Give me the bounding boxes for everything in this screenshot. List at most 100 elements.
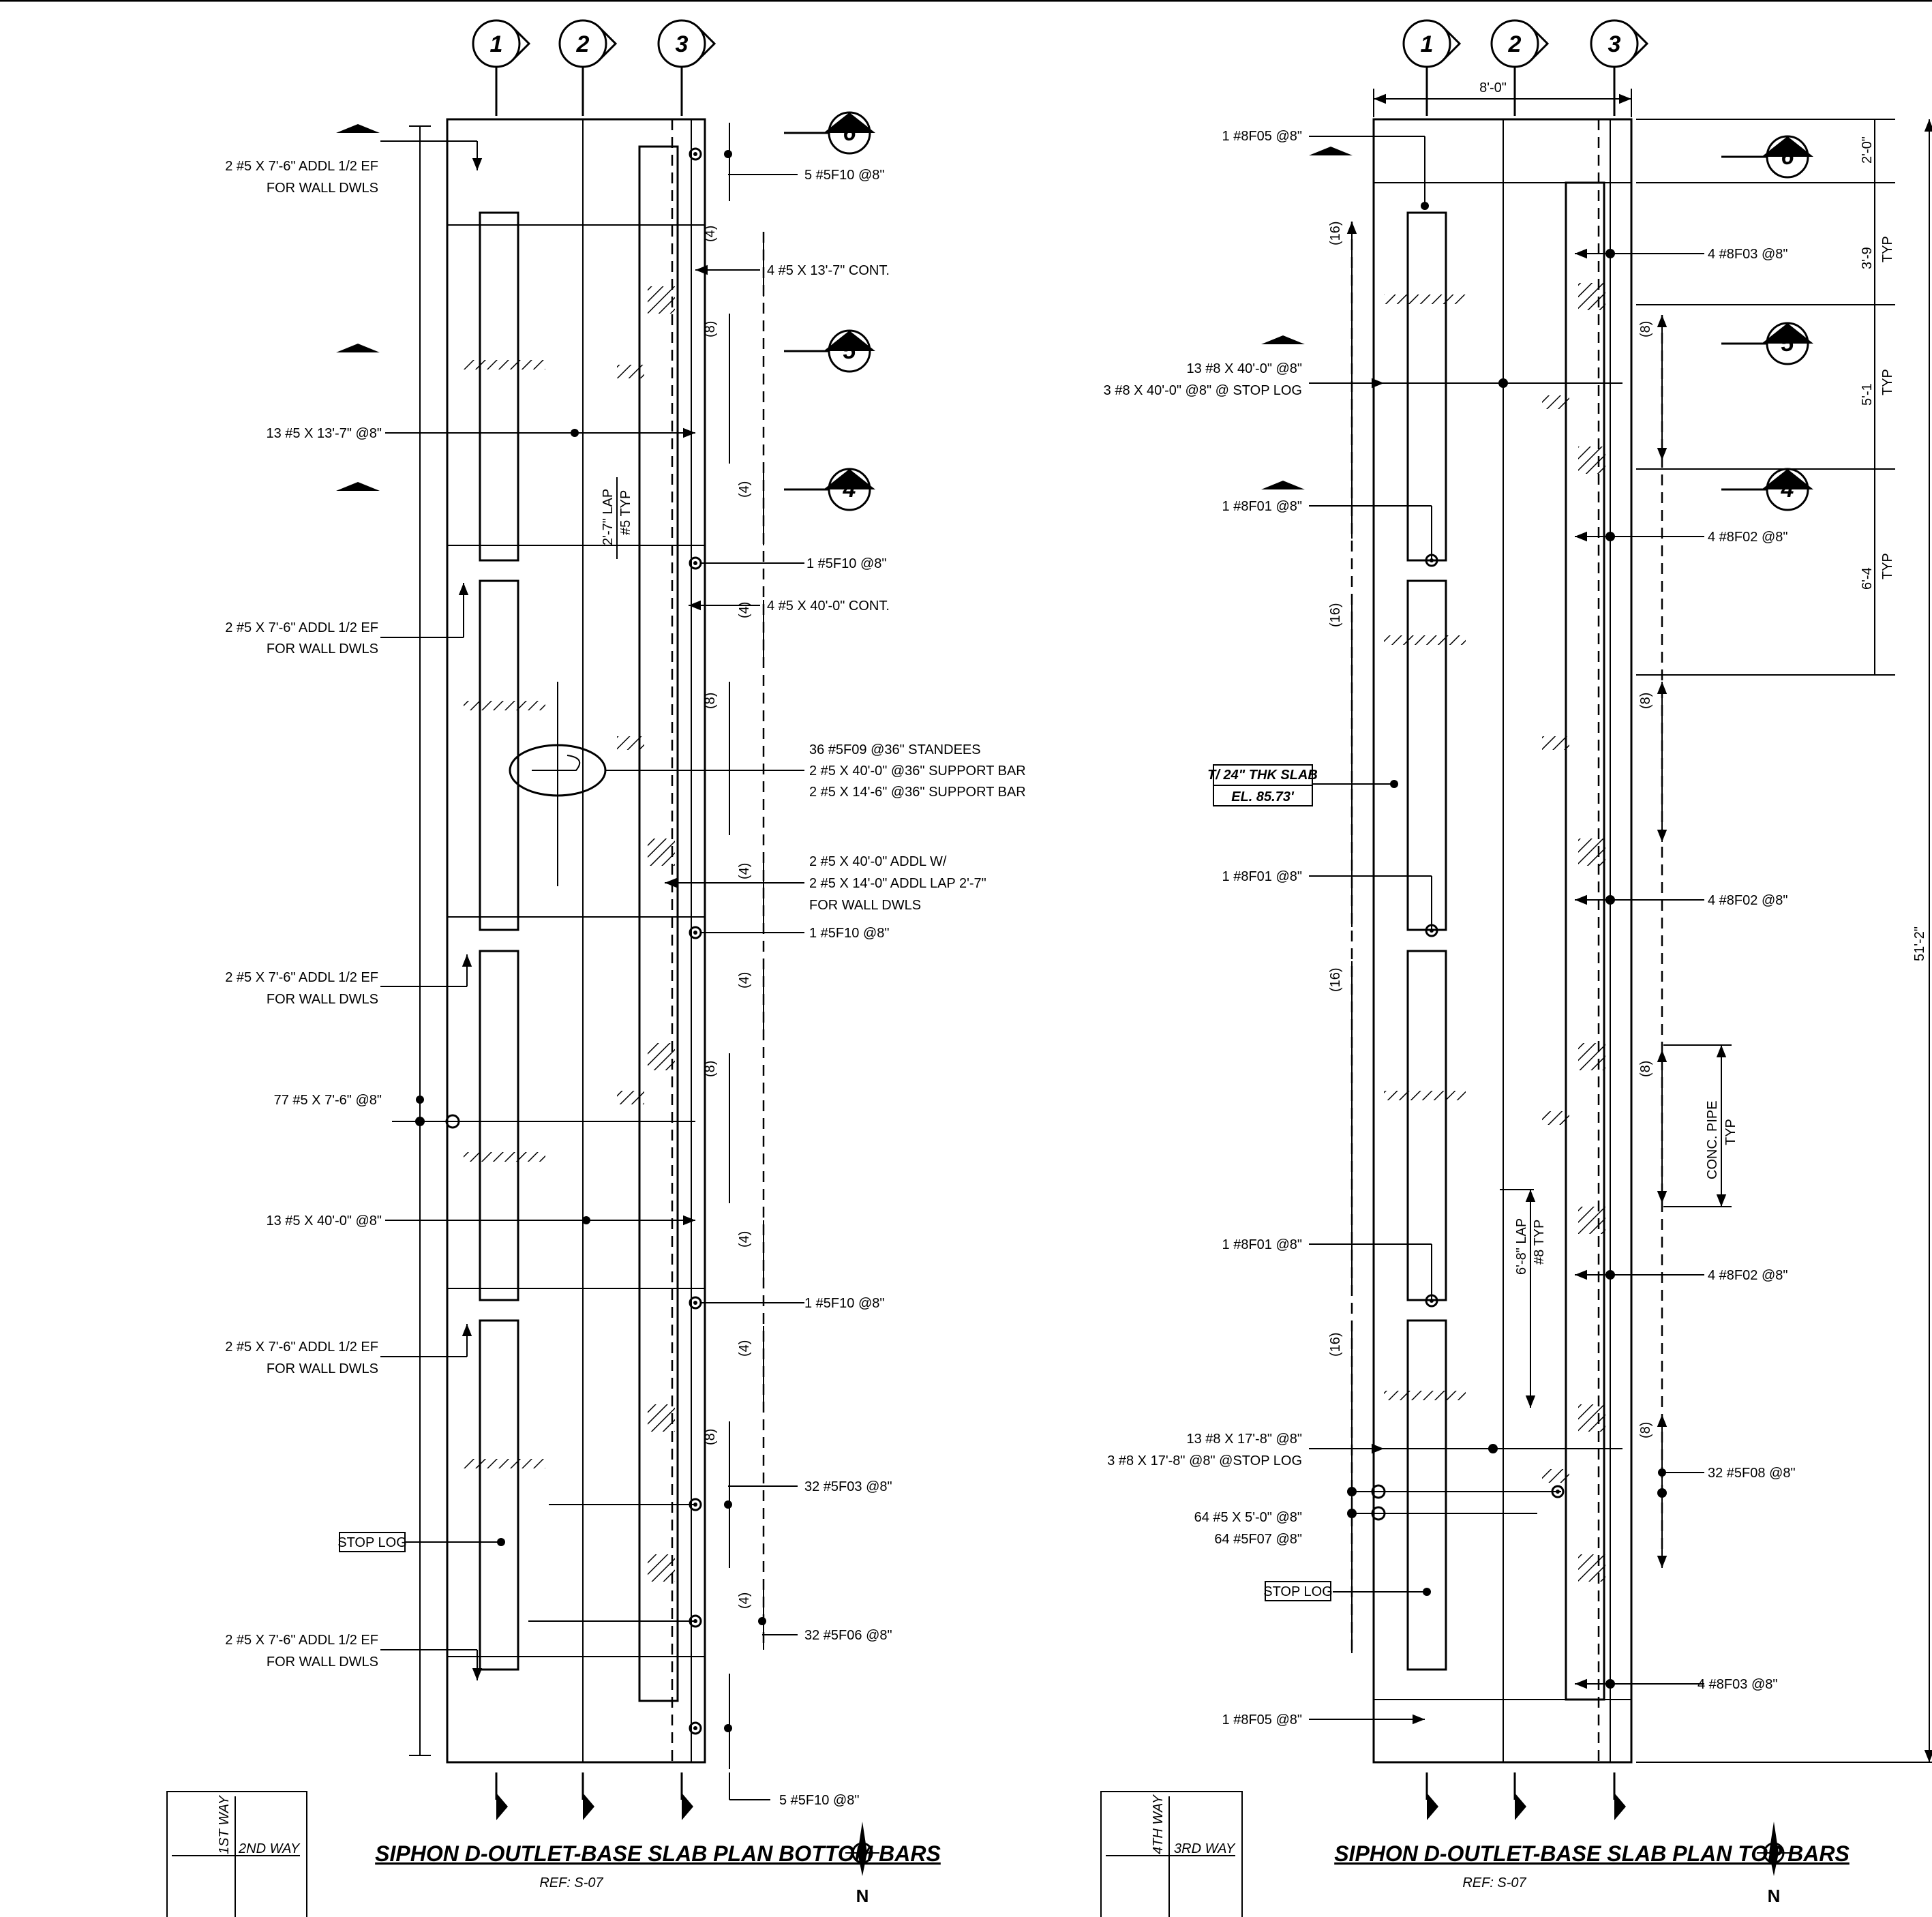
left-note-f10-1: 1 #5F10 @8" [806,556,886,571]
right-dim-2b: TYP [1880,236,1895,262]
left-note-f10-3: 1 #5F10 @8" [804,1296,884,1311]
right-stoplog-box [1265,1581,1331,1601]
left-ref: REF: S-07 [539,1875,603,1890]
right-grid-bubble-2: 2 [1490,19,1550,68]
left-note-dwl2-b: FOR WALL DWLS [267,641,378,656]
right-note-bars40-a: 13 #8 X 40'-0" @8" [1186,361,1302,376]
right-pier-2 [1406,579,1447,931]
left-note-support1: 2 #5 X 40'-0" @36" SUPPORT BAR [809,764,1026,779]
right-north-label: N [1768,1886,1781,1906]
left-grid-bubble-1: 1 [472,19,531,68]
left-section-5: 5 [784,329,875,373]
left-space-9: (4) [737,1231,752,1248]
left-note-dwl2-a: 2 #5 X 7'-6" ADDL 1/2 EF [225,620,378,635]
left-note-dwl3-b: FOR WALL DWLS [267,992,378,1007]
right-pipe-a: CONC. PIPE [1705,1100,1720,1179]
left-way-legend: 1ST WAY 2ND WAY [166,1791,307,1917]
left-pier-3 [479,950,519,1301]
right-dim-4a: 6'-4 [1860,567,1875,590]
left-lap-1: 2'-7" LAP [601,489,616,545]
right-note-bars5-b: 64 #5F07 @8" [1214,1532,1302,1547]
left-north-label: N [856,1886,869,1906]
right-way2: 3RD WAY [1174,1841,1236,1856]
right-space-8: (8) [1638,1422,1653,1438]
right-dim-overall: 51'-2" [1912,926,1927,961]
left-space-3: (4) [737,481,752,498]
left-section-label-6: 6 [843,120,857,146]
right-grid-bubble-1: 1 [1402,19,1462,68]
right-pier-4 [1406,1319,1447,1671]
right-dim-3a: 5'-1 [1860,383,1875,406]
right-note-f03-bot: 4 #8F03 @8" [1697,1677,1777,1692]
right-grid-label-1: 1 [1421,31,1434,57]
right-way-legend: 4TH WAY 3RD WAY [1100,1791,1243,1917]
right-north-arrow: N [1757,1822,1791,1906]
right-note-f05-top: 1 #8F05 @8" [1222,129,1302,144]
left-note-cont13: 4 #5 X 13'-7" CONT. [767,263,890,278]
left-note-cont40: 4 #5 X 40'-0" CONT. [767,599,890,614]
left-section-6: 6 [784,111,875,155]
left-grid-label-1: 1 [490,31,503,57]
left-note-addl-b: 2 #5 X 14'-0" ADDL LAP 2'-7" [809,876,986,891]
left-note-standees: 36 #5F09 @36" STANDEES [809,742,981,757]
left-way2: 2ND WAY [238,1841,301,1856]
right-note-f02-2: 4 #8F02 @8" [1708,893,1787,908]
left-space-4: (4) [737,602,752,618]
left-space-11: (8) [703,1429,718,1445]
left-note-dwl4-a: 2 #5 X 7'-6" ADDL 1/2 EF [225,1340,378,1355]
right-plan: 1 2 3 8'-0" [1100,19,1932,1917]
right-grid-label-3: 3 [1608,31,1621,57]
left-plan: 1 2 3 [166,19,1026,1917]
left-note-dwl5-b: FOR WALL DWLS [267,1655,378,1670]
right-ref: REF: S-07 [1462,1875,1526,1890]
left-note-f10-bot: 5 #5F10 @8" [779,1793,859,1808]
left-note-addl-c: FOR WALL DWLS [809,898,921,913]
left-note-bars77: 77 #5 X 7'-6" @8" [274,1093,382,1108]
right-note-slab-b: EL. 85.73' [1231,789,1295,804]
left-grid-label-2: 2 [576,31,590,57]
left-note-f10-2: 1 #5F10 @8" [809,926,889,941]
right-dim-4b: TYP [1880,553,1895,579]
left-grid-bubble-3: 3 [657,19,716,68]
left-slab-outline [446,118,706,1764]
left-space-7: (4) [737,972,752,988]
right-note-f01-1: 1 #8F01 @8" [1222,499,1302,514]
right-grid-label-2: 2 [1508,31,1522,57]
right-dim-3b: TYP [1880,369,1895,395]
left-pier-4 [479,1319,519,1671]
right-note-f08: 32 #5F08 @8" [1708,1466,1796,1481]
left-note-bars40: 13 #5 X 40'-0" @8" [266,1213,382,1228]
right-note-f02-3: 4 #8F02 @8" [1708,1268,1787,1283]
right-dim-2a: 3'-9 [1860,247,1875,269]
left-note-stoplog: STOP LOG [337,1535,407,1550]
right-pipe-b: TYP [1723,1119,1738,1145]
right-section-4: 4 [1721,468,1813,511]
left-space-2: (8) [703,321,718,337]
left-note-f03: 32 #5F03 @8" [804,1479,892,1494]
right-pier-1 [1406,211,1447,562]
left-section-label-4: 4 [843,477,856,502]
left-space-10: (4) [737,1340,752,1357]
left-note-dwl4-b: FOR WALL DWLS [267,1361,378,1376]
right-note-bars40-b: 3 #8 X 40'-0" @8" @ STOP LOG [1104,383,1302,398]
left-north-arrow: N [845,1822,879,1906]
right-note-f01-2: 1 #8F01 @8" [1222,869,1302,884]
left-pier-2 [479,579,519,931]
left-wall-3 [638,145,679,1702]
right-note-slab-a: T/ 24" THK SLAB [1207,768,1318,783]
right-note-bars17-a: 13 #8 X 17'-8" @8" [1186,1432,1302,1447]
right-space-7: (8) [1638,1061,1653,1077]
left-lap-2: #5 TYP [618,490,633,535]
left-way1: 1ST WAY [217,1794,232,1854]
left-note-bars13: 13 #5 X 13'-7" @8" [266,426,382,441]
left-section-label-5: 5 [843,338,857,364]
left-note-dwl1-a: 2 #5 X 7'-6" ADDL 1/2 EF [225,159,378,174]
left-space-8: (8) [703,1061,718,1077]
left-space-5: (8) [703,693,718,709]
right-note-stoplog: STOP LOG [1263,1584,1333,1599]
left-space-12: (4) [737,1593,752,1609]
right-note-f05-bot: 1 #8F05 @8" [1222,1712,1302,1727]
left-space-6: (4) [737,863,752,879]
left-note-dwl3-a: 2 #5 X 7'-6" ADDL 1/2 EF [225,970,378,985]
